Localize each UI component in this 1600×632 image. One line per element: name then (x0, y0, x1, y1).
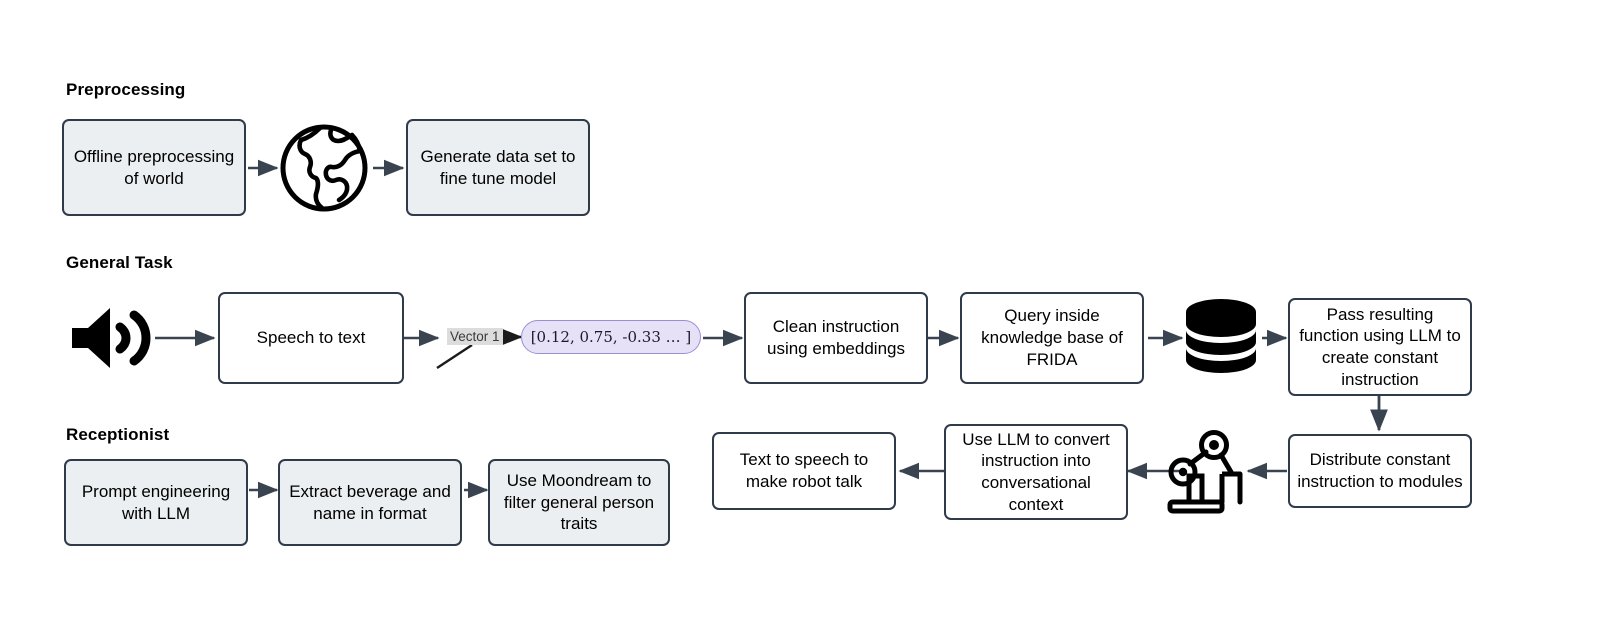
vector-values-pill[interactable]: [0.12, 0.75, -0.33 … ] (521, 320, 701, 354)
vector-leader-line (436, 343, 473, 370)
vector-label: Vector 1 (447, 328, 503, 345)
node-pass-resulting-function[interactable]: Pass resulting function using LLM to cre… (1288, 298, 1472, 396)
section-title-receptionist: Receptionist (66, 425, 170, 444)
robot-arm-icon (1158, 424, 1250, 516)
node-query-knowledge-base[interactable]: Query inside knowledge base of FRIDA (960, 292, 1144, 384)
node-use-moondream[interactable]: Use Moondream to filter general person t… (488, 459, 670, 546)
node-speech-to-text[interactable]: Speech to text (218, 292, 404, 384)
globe-icon (274, 118, 374, 218)
section-title-preprocessing: Preprocessing (66, 80, 186, 99)
node-distribute-constant[interactable]: Distribute constant instruction to modul… (1288, 434, 1472, 508)
node-generate-dataset[interactable]: Generate data set to fine tune model (406, 119, 590, 216)
node-extract-beverage[interactable]: Extract beverage and name in format (278, 459, 462, 546)
section-title-general-task: General Task (66, 253, 173, 272)
node-offline-preprocessing[interactable]: Offline preprocessing of world (62, 119, 246, 216)
node-use-llm-convert[interactable]: Use LLM to convert instruction into conv… (944, 424, 1128, 520)
node-clean-instruction[interactable]: Clean instruction using embeddings (744, 292, 928, 384)
node-text-to-speech[interactable]: Text to speech to make robot talk (712, 432, 896, 510)
node-prompt-engineering[interactable]: Prompt engineering with LLM (64, 459, 248, 546)
database-icon (1180, 299, 1262, 379)
speaker-icon (62, 302, 154, 374)
